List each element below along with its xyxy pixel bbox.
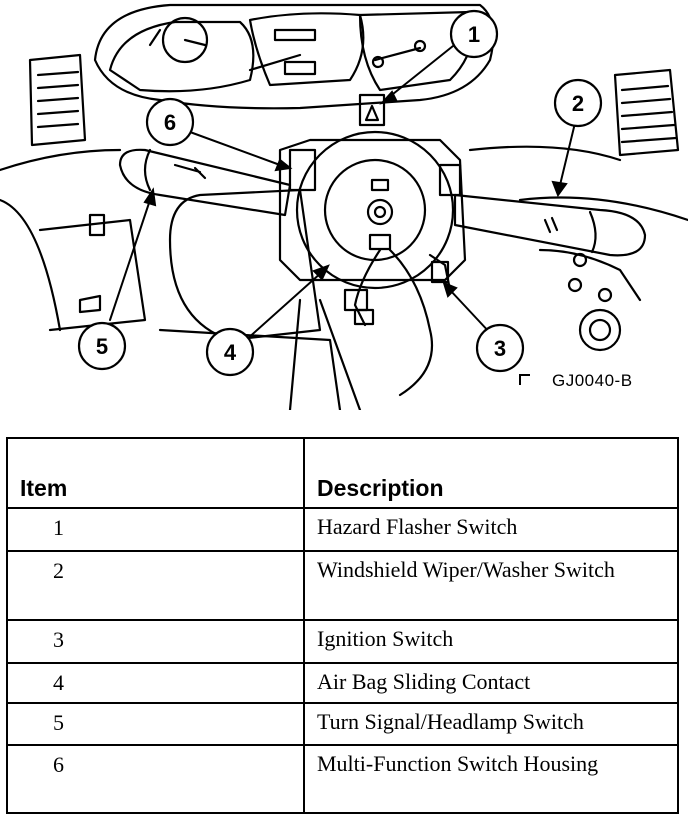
item-number: 5 (6, 702, 305, 746)
callout-5-label: 5 (96, 334, 108, 359)
steering-column-diagram: 1 2 3 4 5 6 (0, 3, 688, 410)
callout-6-label: 6 (164, 110, 176, 135)
right-stalk (453, 193, 647, 257)
item-number: 2 (6, 550, 305, 621)
right-vent (613, 68, 680, 157)
header-item: Item (6, 437, 305, 509)
callout-6-circle (145, 97, 195, 147)
callout-3-label: 3 (494, 336, 506, 361)
table-row: 5 Turn Signal/Headlamp Switch (6, 702, 679, 746)
header-description: Description (303, 437, 679, 509)
table-header-row: Item Description (6, 437, 679, 509)
item-number: 1 (6, 507, 305, 552)
parts-table: Item Description 1 Hazard Flasher Switch… (6, 437, 679, 814)
leader-3 (449, 289, 493, 336)
item-description: Ignition Switch (303, 619, 679, 664)
table-row: 1 Hazard Flasher Switch (6, 507, 679, 552)
item-description: Turn Signal/Headlamp Switch (303, 702, 679, 746)
leader-5 (109, 199, 151, 321)
item-description: Air Bag Sliding Contact (303, 662, 679, 704)
left-vent (28, 53, 87, 147)
leader-2 (559, 122, 576, 186)
item-description: Hazard Flasher Switch (303, 507, 679, 552)
leader-1 (387, 41, 459, 99)
leader-4 (245, 271, 323, 341)
table-row: 4 Air Bag Sliding Contact (6, 662, 679, 704)
instrument-cluster (93, 3, 495, 110)
callout-1-label: 1 (468, 22, 480, 47)
callout-4-label: 4 (224, 340, 237, 365)
leader-6 (189, 131, 281, 166)
table-row: 6 Multi-Function Switch Housing (6, 744, 679, 814)
item-description: Multi-Function Switch Housing (303, 744, 679, 814)
callout-5-circle (77, 321, 127, 371)
callout-3-circle (475, 323, 525, 373)
hazard-switch (358, 93, 386, 127)
figure-code: GJ0040-B (552, 371, 633, 390)
callout-2-label: 2 (572, 91, 584, 116)
table-row: 2 Windshield Wiper/Washer Switch (6, 550, 679, 621)
callout-4-circle (205, 327, 255, 377)
item-number: 6 (6, 744, 305, 814)
table-row: 3 Ignition Switch (6, 619, 679, 664)
item-number: 3 (6, 619, 305, 664)
switch-housing (278, 138, 467, 282)
callout-2-circle (553, 78, 603, 128)
item-number: 4 (6, 662, 305, 704)
item-description: Windshield Wiper/Washer Switch (303, 550, 679, 621)
left-stalk (118, 148, 292, 217)
callout-1-circle (449, 9, 499, 59)
sliding-contact (295, 130, 455, 290)
